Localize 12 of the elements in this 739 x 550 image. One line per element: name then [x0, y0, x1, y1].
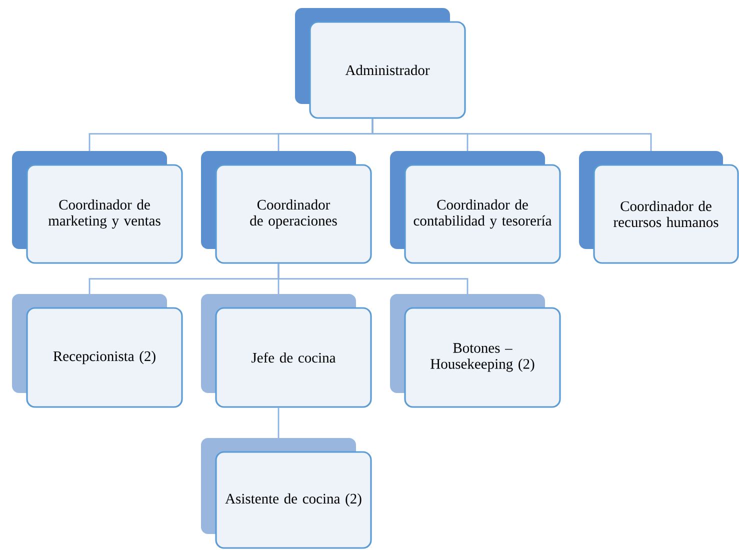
- connector-line: [372, 118, 652, 151]
- connector-line: [278, 264, 468, 294]
- connector-line: [278, 408, 280, 438]
- org-box: Coordinador de recursos humanos: [579, 151, 739, 264]
- org-box: Asistente de cocina (2): [201, 438, 372, 549]
- org-box: Coordinador de contabilidad y tesorería: [390, 151, 561, 264]
- org-box: Jefe de cocina: [201, 294, 372, 408]
- org-box: Administrador: [295, 8, 466, 119]
- org-box: Botones – Housekeeping (2): [390, 294, 561, 408]
- org-box: Recepcionista (2): [12, 294, 183, 408]
- org-box: Coordinador de marketing y ventas: [12, 151, 183, 264]
- org-box: Coordinador de operaciones: [201, 151, 372, 264]
